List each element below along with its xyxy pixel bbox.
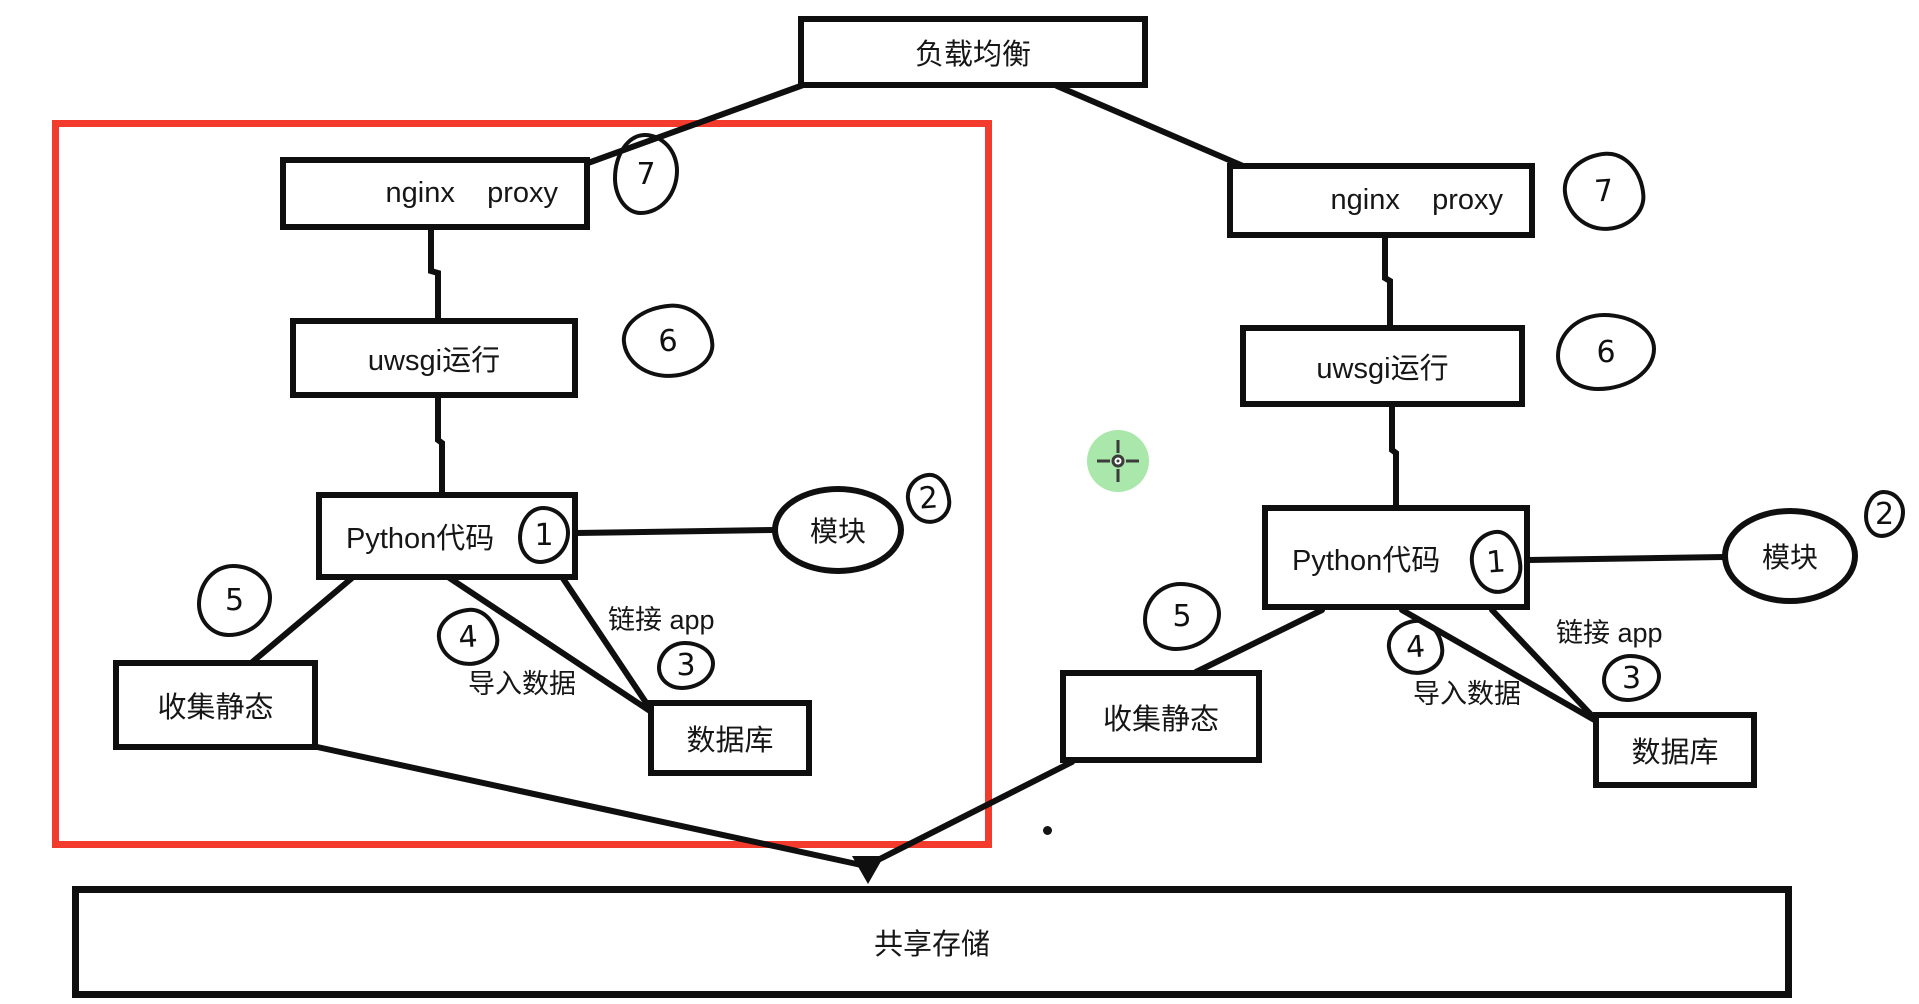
edge-python-to-module-right bbox=[1525, 554, 1727, 563]
database-node-left: 数据库 bbox=[648, 700, 812, 776]
edge-uwsgi-to-python-left bbox=[435, 391, 445, 499]
python-code-node-right: Python代码 bbox=[1262, 505, 1530, 610]
step-number: 1 bbox=[534, 517, 554, 553]
red-highlight-frame bbox=[52, 120, 992, 848]
uwsgi-label-right: uwsgi运行 bbox=[1316, 353, 1449, 385]
step-bubble-static-left: 5 bbox=[197, 564, 272, 637]
step-number: 7 bbox=[1593, 173, 1615, 210]
step-number: 5 bbox=[1172, 599, 1192, 634]
step-bubble-uwsgi-right: 6 bbox=[1556, 313, 1656, 391]
collect-static-node-left: 收集静态 bbox=[113, 660, 318, 750]
step-number: 1 bbox=[1485, 543, 1507, 581]
load-balancer-label: 负载均衡 bbox=[914, 39, 1031, 71]
edge-label-link-app-left: 链接 app bbox=[608, 605, 715, 635]
nginx-proxy-label-left: nginx proxy bbox=[385, 177, 558, 209]
uwsgi-node-right: uwsgi运行 bbox=[1240, 325, 1525, 407]
database-label-right: 数据库 bbox=[1631, 737, 1719, 769]
uwsgi-label-left: uwsgi运行 bbox=[367, 345, 501, 377]
step-number: 3 bbox=[1621, 660, 1642, 696]
step-number: 2 bbox=[917, 480, 940, 517]
collect-static-node-right: 收集静态 bbox=[1060, 670, 1262, 763]
step-number: 7 bbox=[636, 156, 656, 192]
step-bubble-db-right: 3 bbox=[1602, 654, 1661, 702]
edge-label-import-data-right: 导入数据 bbox=[1413, 679, 1521, 709]
shared-storage-node: 共享存储 bbox=[72, 886, 1792, 998]
edge-python-to-static-right bbox=[1193, 607, 1325, 675]
step-number: 4 bbox=[1404, 628, 1427, 666]
database-node-right: 数据库 bbox=[1593, 712, 1757, 788]
step-number: 3 bbox=[676, 648, 696, 683]
step-number: 4 bbox=[457, 618, 479, 656]
python-code-label-right: Python代码 bbox=[1292, 544, 1441, 577]
edge-root-to-nginx-right bbox=[1054, 83, 1246, 169]
module-ellipse-left: 模块 bbox=[772, 486, 904, 574]
nginx-proxy-label-right: nginx proxy bbox=[1330, 184, 1503, 216]
edge-static-to-storage-left bbox=[305, 742, 869, 869]
edge-label-link-app-right: 链接 app bbox=[1556, 618, 1663, 648]
edge-static-to-storage-right bbox=[863, 759, 1075, 869]
step-bubble-db-left: 3 bbox=[657, 641, 715, 690]
load-balancer-node: 负载均衡 bbox=[798, 16, 1148, 88]
edge-python-to-db-link-left bbox=[559, 574, 656, 716]
edge-python-to-db-link-right bbox=[1489, 607, 1601, 725]
database-label-left: 数据库 bbox=[686, 725, 774, 757]
crosshair-icon bbox=[1097, 440, 1139, 482]
collect-static-label-right: 收集静态 bbox=[1102, 703, 1219, 736]
collect-static-label-left: 收集静态 bbox=[157, 692, 274, 724]
crosshair-cursor bbox=[1087, 430, 1149, 492]
arrowhead-into-shared-storage bbox=[852, 856, 884, 884]
step-number: 2 bbox=[1874, 496, 1895, 532]
shared-storage-label: 共享存储 bbox=[873, 929, 990, 961]
edge-python-to-db-import-right bbox=[1399, 607, 1601, 725]
step-bubble-module-right: 2 bbox=[1864, 490, 1905, 538]
edge-python-to-db-import-left bbox=[445, 574, 656, 716]
edge-python-to-module-left bbox=[573, 527, 777, 536]
edge-nginx-to-uwsgi-right bbox=[1382, 233, 1393, 331]
edge-label-import-data-left: 导入数据 bbox=[468, 669, 576, 699]
step-bubble-static-right: 5 bbox=[1143, 582, 1221, 651]
step-bubble-nginx-left: 7 bbox=[613, 133, 679, 215]
edge-python-to-static-left bbox=[247, 575, 355, 667]
step-number: 6 bbox=[657, 322, 679, 360]
edge-nginx-to-uwsgi-left bbox=[428, 223, 441, 325]
module-label-left: 模块 bbox=[809, 516, 866, 547]
module-label-right: 模块 bbox=[1761, 542, 1818, 573]
uwsgi-node-left: uwsgi运行 bbox=[290, 318, 578, 398]
step-number: 6 bbox=[1596, 334, 1616, 370]
edge-uwsgi-to-python-right bbox=[1389, 401, 1399, 511]
ink-dot bbox=[1043, 826, 1052, 835]
nginx-proxy-node-left: nginx proxy bbox=[280, 157, 590, 230]
nginx-proxy-node-right: nginx proxy bbox=[1227, 163, 1535, 238]
module-ellipse-right: 模块 bbox=[1722, 508, 1858, 604]
step-number: 5 bbox=[224, 583, 245, 618]
step-bubble-python-left: 1 bbox=[518, 506, 570, 564]
python-code-label-left: Python代码 bbox=[346, 523, 495, 555]
